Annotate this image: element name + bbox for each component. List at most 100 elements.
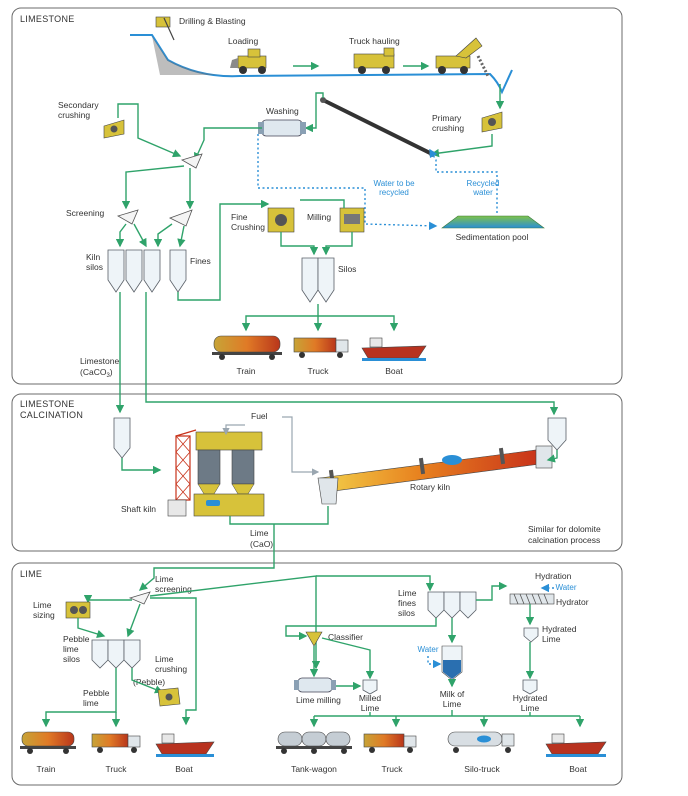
label-drilling: Drilling & Blasting (179, 16, 246, 26)
section-title-calcination-1: LIMESTONE (20, 399, 75, 409)
label-fine-crushing-1: Fine (231, 212, 248, 222)
label-milk-2: Lime (443, 699, 462, 709)
limestone-panel (11, 7, 623, 385)
label-lime-train: Train (36, 764, 55, 774)
flow-washing-to-screen (194, 127, 262, 162)
lime-crusher-icon (157, 687, 181, 707)
label-hydrator: Hydrator (556, 597, 589, 607)
label-water-hydrator: Water (555, 583, 576, 592)
lime-mill-icon (294, 677, 336, 693)
label-water-recycled-2: recycled (379, 188, 409, 197)
label-boat: Boat (385, 366, 403, 376)
flow-silos-to-boat (318, 315, 399, 332)
label-pebble-lime-2: lime (83, 698, 99, 708)
fines-silo-icon (169, 249, 187, 293)
flow-sizing-to-silos (77, 618, 106, 638)
label-pebble-silos-3: silos (63, 654, 80, 664)
flow-to-kiln-silo-1 (115, 223, 127, 248)
loader-icon (230, 48, 267, 74)
label-pebble-lime-1: Pebble (83, 688, 110, 698)
rotary-feed-silo-icon (547, 417, 567, 451)
section-title-lime: LIME (20, 569, 42, 579)
flow-water-to-milk (427, 656, 442, 669)
label-milling: Milling (307, 212, 331, 222)
flow-silo-to-shaft-kiln (121, 458, 162, 475)
label-pebble: (Pebble) (133, 677, 165, 687)
flow-crushing-to-silos (280, 232, 319, 256)
label-truck: Truck (308, 366, 330, 376)
label-recycled-water-1: Recycled (467, 179, 500, 188)
label-lime-fines-2: fines (398, 598, 416, 608)
flow-milling-top (300, 199, 345, 208)
label-recycled-water-2: water (472, 188, 493, 197)
label-hyd-1: Hydrated (513, 693, 548, 703)
label-hydration: Hydration (535, 571, 572, 581)
flow-screen-to-pebble-silos (126, 603, 141, 638)
flow-milling-to-silos (321, 232, 353, 256)
label-limestone-2: (CaCO3) (80, 367, 113, 379)
label-lime-screening-1: Lime (155, 574, 174, 584)
lime-panel (11, 562, 623, 786)
section-title-limestone: LIMESTONE (20, 14, 75, 24)
hydrated-lime-product-icon (522, 679, 538, 695)
label-lime-sizing-2: sizing (33, 610, 55, 620)
label-train: Train (236, 366, 255, 376)
flow-fuel-to-shaft (222, 424, 245, 436)
tank-wagon-icon (276, 731, 352, 754)
lime-truck-icon (91, 733, 141, 753)
label-hydrated-lime-1: Hydrated (542, 624, 577, 634)
label-truck-2: Truck (382, 764, 404, 774)
label-lime-truck: Truck (106, 764, 128, 774)
crane-icon (175, 429, 197, 501)
lime-truck-2-icon (363, 733, 417, 753)
flow-to-fines-silo (177, 225, 186, 248)
flow-conveyor-to-washing (304, 92, 324, 133)
label-lime-boat: Boat (175, 764, 193, 774)
lime-train-icon (20, 731, 76, 754)
label-lime-fines-3: silos (398, 608, 415, 618)
label-water-milk: Water (417, 645, 438, 654)
rotary-kiln-icon (317, 445, 553, 505)
label-lime-sizing-1: Lime (33, 600, 52, 610)
flow-to-kiln-silo-3 (153, 223, 173, 248)
flow-water-to-pool (257, 134, 438, 231)
sedimentation-pool-icon (441, 215, 545, 229)
flow-pebble-to-train (41, 668, 117, 728)
lime-boat-2-icon (545, 733, 607, 757)
label-hydrated-lime-2: Lime (542, 634, 561, 644)
label-milled-2: Lime (361, 703, 380, 713)
label-lime-2: (CaO) (250, 539, 273, 549)
label-lime-fines-1: Lime (398, 588, 417, 598)
mill-icon (339, 207, 365, 233)
pebble-lime-silos-icon (91, 639, 141, 669)
label-kiln-silos-1: Kiln (86, 252, 100, 262)
flow-classifier-to-milled (321, 637, 375, 680)
shaft-kiln-silo-icon (113, 417, 131, 459)
secondary-crusher-icon (103, 119, 125, 139)
boat-icon (361, 337, 427, 361)
flow-fines-to-hydrator (476, 581, 508, 601)
flow-fines-to-crushing (177, 199, 270, 301)
label-note-2: calcination process (528, 535, 600, 545)
milk-of-lime-tank-icon (441, 645, 463, 681)
label-primary-crushing-2: crushing (432, 123, 464, 133)
flow-silo-to-rotary (546, 450, 558, 463)
flow-primary-to-conveyor (430, 134, 493, 158)
silo-truck-icon (447, 731, 515, 753)
label-fuel: Fuel (251, 411, 268, 421)
haul-truck-icon (353, 47, 395, 74)
conveyor-belt-icon (320, 97, 435, 157)
label-screening: Screening (66, 208, 105, 218)
label-silos: Silos (338, 264, 356, 274)
drilling-rig-icon (155, 16, 175, 41)
label-fine-crushing-2: Crushing (231, 222, 265, 232)
lime-boat-icon (155, 733, 215, 757)
label-lime-milling: Lime milling (296, 695, 341, 705)
flow-silos-to-crushing (131, 668, 164, 694)
label-lime-1: Lime (250, 528, 269, 538)
section-title-calcination-2: CALCINATION (20, 410, 83, 420)
label-rotary-kiln: Rotary kiln (410, 482, 450, 492)
quarry-rock (152, 36, 235, 76)
label-note-1: Similar for dolomite (528, 524, 601, 534)
